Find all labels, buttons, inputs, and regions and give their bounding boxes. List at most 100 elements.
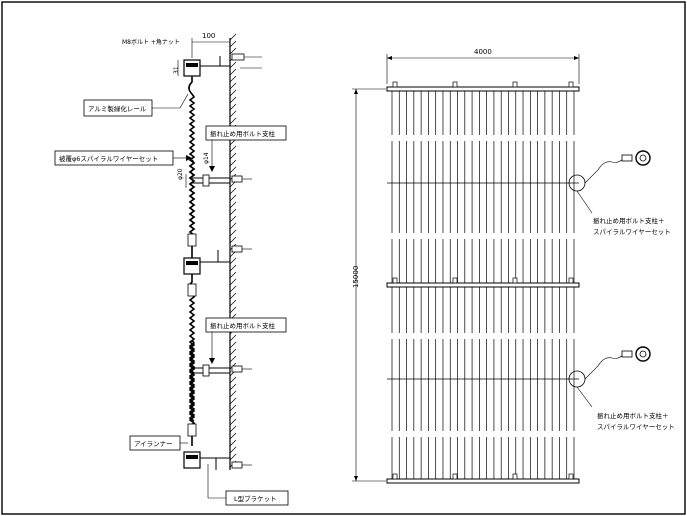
wall-hatch-line xyxy=(229,271,237,279)
wall-hatch-line xyxy=(229,229,237,237)
wall-hatch-line xyxy=(229,257,237,265)
callout-eye-upper xyxy=(635,150,651,166)
top-rail-nut xyxy=(186,63,198,67)
wall-hatch-line xyxy=(229,453,237,461)
rail-bracket xyxy=(568,81,574,88)
label-bracket-top: 振れ止め用ボルト支柱 xyxy=(210,129,276,138)
anchor-bolt-2 xyxy=(231,365,243,373)
wall-hatch-line xyxy=(229,166,237,174)
wall-hatch-line xyxy=(229,425,237,433)
wall-hatch-line xyxy=(229,117,237,125)
spiral-wire-3 xyxy=(188,159,196,233)
rail-bracket xyxy=(568,277,574,284)
wire-break xyxy=(389,333,577,339)
wall-hatch-line xyxy=(229,278,237,286)
anchor-bolt-mid xyxy=(231,245,243,253)
anchor-bolt-top xyxy=(231,53,245,61)
wall-hatch-line xyxy=(229,103,237,111)
label-wire: 被覆φ6スパイラルワイヤーセット xyxy=(59,154,158,163)
spiral-wire-4 xyxy=(188,339,196,422)
wall-hatch-line xyxy=(229,40,237,48)
wall-hatch-line xyxy=(229,376,237,384)
callout-lower-1: 振れ止め用ボルト支柱＋ xyxy=(597,411,669,420)
label-box-bracket-mid xyxy=(205,317,287,333)
label-box-l-bracket xyxy=(225,490,289,506)
dim-arrow-4000-l xyxy=(387,56,392,60)
rail-bracket xyxy=(568,473,574,480)
wall-hatch-line xyxy=(229,390,237,398)
callout-wire-lower xyxy=(584,353,625,380)
wall-hatch-line xyxy=(229,96,237,104)
wall-hatch-line xyxy=(229,75,237,83)
section-detail: 100 M8ボルト +角ナット 31 アルミ製緑化レール 振れ止め用ボルト支柱 xyxy=(54,32,289,506)
dim-4000: 4000 xyxy=(474,48,492,56)
callout-eye-inner-upper xyxy=(639,154,647,162)
horizontal-rail xyxy=(386,86,580,92)
elevation-view: 4000 15000 振れ止め用ボルト支柱＋ スパイラルワイヤーセット 振れ止め… xyxy=(352,48,675,484)
bottom-rail-nut xyxy=(186,455,198,459)
stay-nut-2 xyxy=(202,364,210,377)
leader-callout-lower xyxy=(576,386,593,408)
rail-bracket xyxy=(512,277,518,284)
wall-hatch-line xyxy=(229,432,237,440)
callout-lower-2: スパイラルワイヤーセット xyxy=(597,423,675,431)
wall-hatch-line xyxy=(229,285,237,293)
wall-hatch-line xyxy=(229,47,237,55)
dim-15000: 15000 xyxy=(352,266,360,288)
wall-hatch-line xyxy=(229,306,237,314)
bottom-rail-block xyxy=(183,451,201,469)
mid-rail-nut xyxy=(186,261,198,265)
wall-hatch-line xyxy=(229,61,237,69)
wall-hatch-line xyxy=(229,89,237,97)
label-bracket-mid: 振れ止め用ボルト支柱 xyxy=(210,321,276,330)
mid-rail-block xyxy=(183,257,201,275)
wall-hatch-line xyxy=(229,222,237,230)
wall-hatch-line xyxy=(229,215,237,223)
wall-hatch-line xyxy=(229,264,237,272)
rail-bracket xyxy=(452,81,458,88)
dim-phi14: φ14 xyxy=(203,152,210,164)
bottom-turnbuckle xyxy=(187,423,197,437)
wall-hatch-line xyxy=(229,194,237,202)
wall-hatch-line xyxy=(229,159,237,167)
callout-bolt-lower xyxy=(621,350,633,358)
callout-eye-inner-lower xyxy=(639,350,647,358)
wall-hatch-line xyxy=(229,145,237,153)
wall-hatch-line xyxy=(229,299,237,307)
anchor-bolt-1 xyxy=(231,175,243,183)
wall-hatch-line xyxy=(229,292,237,300)
dim-arrow-15000-b xyxy=(354,476,358,481)
wall-hatch-line xyxy=(229,334,237,342)
wall-hatch-line xyxy=(229,208,237,216)
dim-100: 100 xyxy=(202,32,215,40)
callout-upper-2: スパイラルワイヤーセット xyxy=(593,228,671,236)
top-hook xyxy=(188,76,193,95)
rail-bracket xyxy=(452,473,458,480)
leader-callout-upper xyxy=(576,190,593,214)
wall-hatch-line xyxy=(229,110,237,118)
label-eye-runner: アイランナー xyxy=(134,440,173,448)
wall-hatch-line xyxy=(229,383,237,391)
rail-bracket xyxy=(512,81,518,88)
horizontal-rail xyxy=(386,478,580,484)
wall-hatch-line xyxy=(229,68,237,76)
wall-hatch-line xyxy=(229,418,237,426)
horizontal-rail xyxy=(386,282,580,288)
callout-upper-1: 振れ止め用ボルト支柱＋ xyxy=(593,216,665,225)
wall-hatch-line xyxy=(229,33,237,41)
wall-hatch-line xyxy=(229,446,237,454)
arrow-bracket-top xyxy=(209,166,215,172)
dim-phi20: φ20 xyxy=(177,168,184,180)
wall-hatch-line xyxy=(229,355,237,363)
wall-hatch-line xyxy=(229,187,237,195)
dim-arrow-15000-t xyxy=(354,89,358,94)
wall-hatch-line xyxy=(229,82,237,90)
wire-break xyxy=(389,233,577,239)
label-l-bracket: L型ブラケット xyxy=(234,494,277,503)
wall-hatch-line xyxy=(229,404,237,412)
rail-bracket xyxy=(452,277,458,284)
arrow-bracket-mid xyxy=(209,358,215,364)
wall-hatch-line xyxy=(229,236,237,244)
wall-hatch-line xyxy=(229,348,237,356)
